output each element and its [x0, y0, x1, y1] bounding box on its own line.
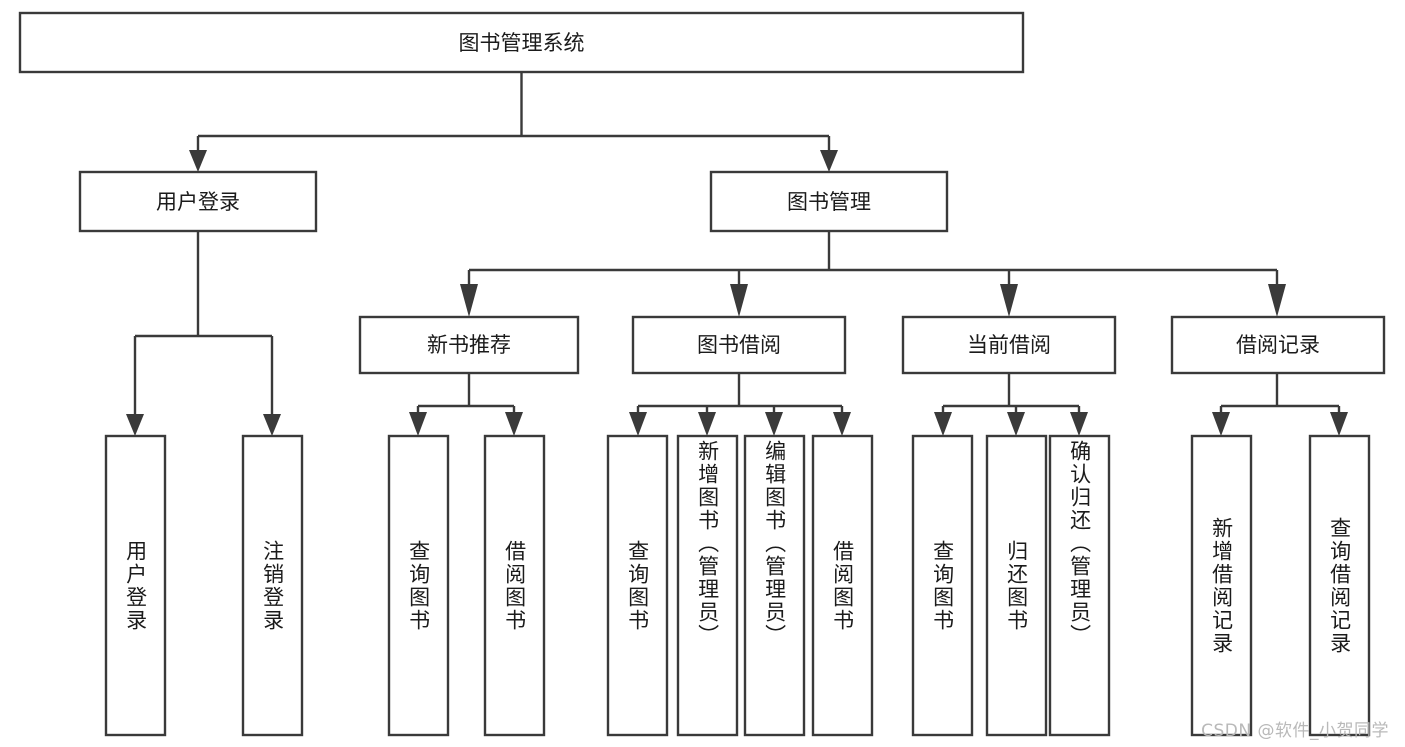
connector-root-to-level2 [196, 72, 831, 153]
node-leaf-return-book[interactable] [985, 434, 1048, 737]
node-book-borrow-label: 图书借阅 [697, 333, 781, 357]
arrow-head-leaf-add-book-admin [698, 412, 716, 436]
arrow-head-leaf-borrow-book-2 [833, 412, 851, 436]
node-leaf-add-borrow-record[interactable] [1190, 434, 1253, 737]
node-user-login[interactable] [78, 170, 318, 233]
node-book-borrow[interactable] [631, 315, 847, 375]
node-layer: 图书管理系统 用户登录 图书管理 新书推荐 图书借阅 当前借阅 借阅记录 [18, 11, 1386, 737]
connector-current-borrow-bus [941, 373, 1081, 417]
arrow-head-leaf-return-book [1007, 412, 1025, 436]
node-borrow-record-label: 借阅记录 [1236, 333, 1320, 357]
arrow-head-leaf-query-book-3 [934, 412, 952, 436]
node-leaf-confirm-return-admin[interactable] [1048, 434, 1111, 737]
node-new-book-recommend[interactable] [358, 315, 580, 375]
node-leaf-query-borrow-record[interactable] [1308, 434, 1371, 737]
node-current-borrow[interactable] [901, 315, 1117, 375]
node-root-label: 图书管理系统 [459, 31, 585, 55]
arrow-head-leaf-edit-book-admin [765, 412, 783, 436]
arrow-head-book-borrow [730, 284, 748, 317]
node-leaf-user-login[interactable] [104, 434, 167, 737]
node-book-management[interactable] [709, 170, 949, 233]
arrow-head-leaf-query-borrow-record [1330, 412, 1348, 436]
arrow-head-new-book-recommend [460, 284, 478, 317]
connector-book-borrow-bus [636, 373, 844, 417]
arrow-head-user-login [189, 150, 207, 172]
connector-book-management-bus [467, 231, 1279, 287]
node-leaf-query-book-3[interactable] [911, 434, 974, 737]
connector-borrow-record-bus [1219, 373, 1341, 417]
arrow-head-borrow-record [1268, 284, 1286, 317]
node-current-borrow-label: 当前借阅 [967, 333, 1051, 357]
arrow-head-leaf-confirm-return-admin [1070, 412, 1088, 436]
arrow-head-leaf-query-book-1 [409, 412, 427, 436]
node-new-book-recommend-label: 新书推荐 [427, 333, 511, 357]
connector-user-login-bus [133, 231, 274, 417]
node-book-management-label: 图书管理 [787, 190, 871, 214]
node-root[interactable] [18, 11, 1025, 74]
node-leaf-query-book-2[interactable] [606, 434, 669, 737]
csdn-watermark: CSDN @软件_小贺同学 [1201, 721, 1389, 741]
node-leaf-borrow-book-2[interactable] [811, 434, 874, 737]
arrow-head-leaf-borrow-book-1 [505, 412, 523, 436]
connector-new-book-recommend-bus [416, 373, 516, 417]
arrow-head-leaf-logout-login [263, 414, 281, 436]
arrow-head-leaf-add-borrow-record [1212, 412, 1230, 436]
node-user-login-label: 用户登录 [156, 190, 240, 214]
node-leaf-query-book-1[interactable] [387, 434, 450, 737]
node-leaf-edit-book-admin[interactable] [743, 434, 806, 737]
arrow-head-leaf-user-login [126, 414, 144, 436]
arrow-head-leaf-query-book-2 [629, 412, 647, 436]
node-leaf-add-book-admin[interactable] [676, 434, 739, 737]
node-leaf-logout-login[interactable] [241, 434, 304, 737]
node-leaf-borrow-book-1[interactable] [483, 434, 546, 737]
connector-layer [126, 72, 1348, 436]
arrow-head-book-management [820, 150, 838, 172]
node-borrow-record[interactable] [1170, 315, 1386, 375]
arrow-head-current-borrow [1000, 284, 1018, 317]
